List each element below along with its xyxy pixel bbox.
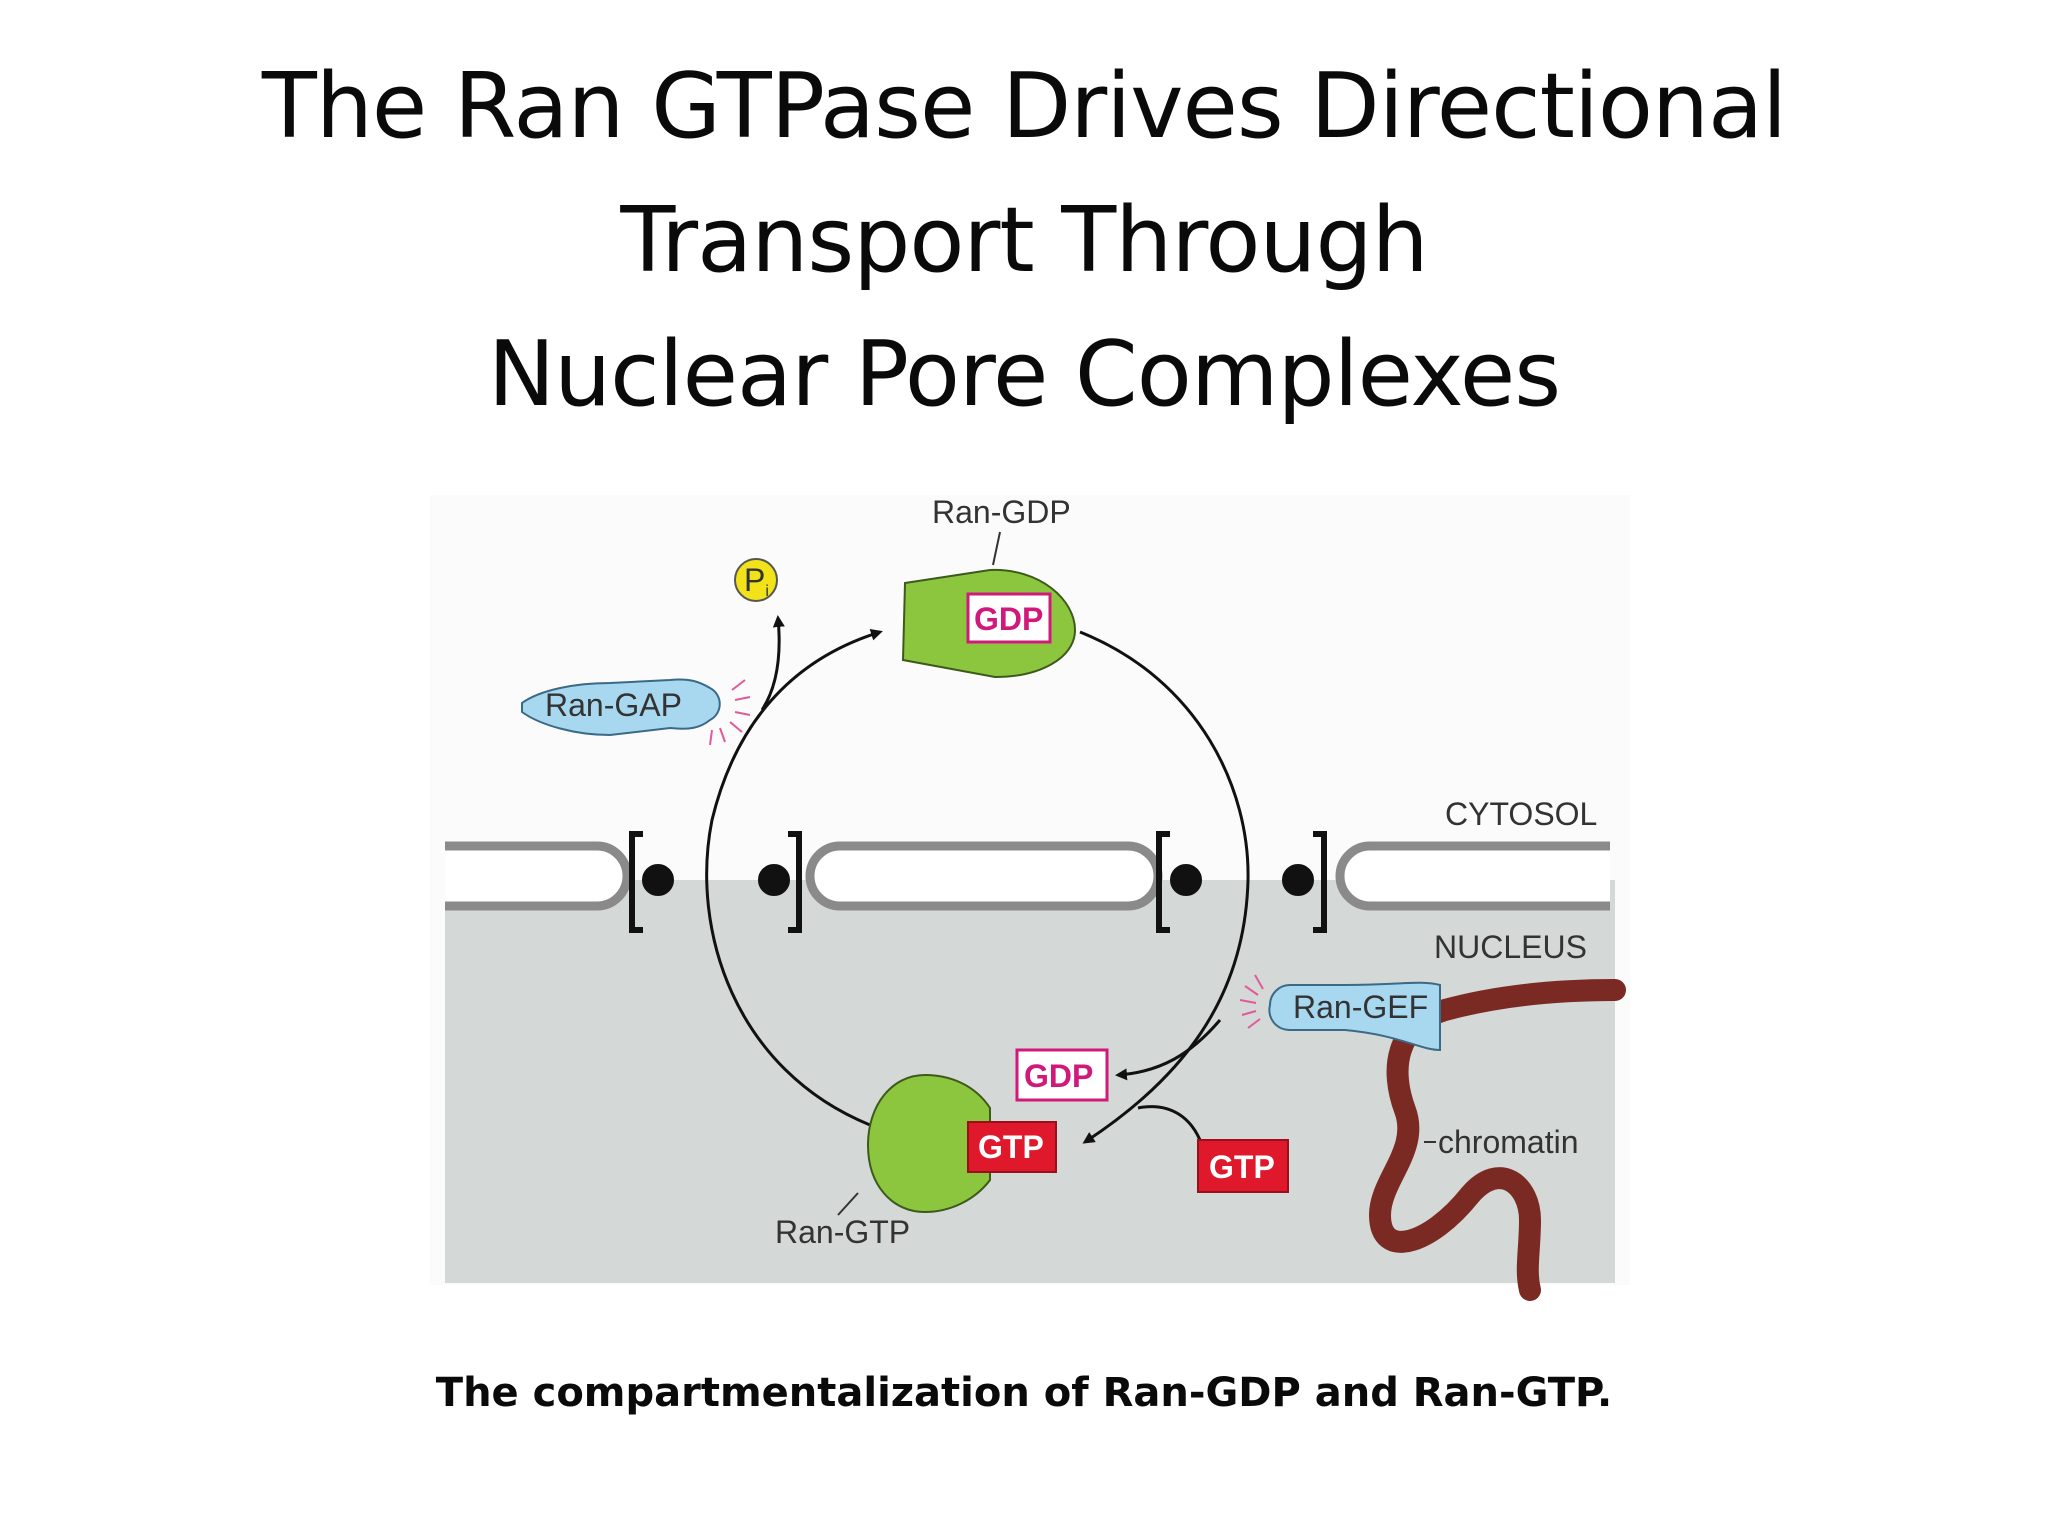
arrow-pi-release <box>760 615 785 711</box>
pore-bracket-3 <box>1156 831 1170 933</box>
nuclear-pore-complexes <box>629 831 1327 933</box>
pi-label: Pi <box>744 562 769 600</box>
pi-phosphate <box>734 558 778 602</box>
nuclear-envelope <box>445 841 1610 911</box>
ran-gef-label: Ran-GEF <box>1293 989 1428 1025</box>
title-line-2: Transport Through <box>620 188 1428 293</box>
ran-gtp-gtp-box <box>967 1121 1057 1173</box>
title-line-3: Nuclear Pore Complexes <box>487 322 1561 427</box>
released-gdp-text: GDP <box>1024 1058 1093 1094</box>
pore-knob-3 <box>1170 864 1202 896</box>
ran-gtp-protein <box>866 1073 991 1214</box>
ran-gdp-gdp-box <box>966 592 1052 644</box>
slide-title: The Ran GTPase Drives Directional Transp… <box>0 40 2048 442</box>
ran-gdp-pointer <box>992 531 1001 566</box>
ran-gtp-label: Ran-GTP <box>775 1214 910 1250</box>
pore-bracket-1 <box>629 831 643 933</box>
chromatin-label: chromatin <box>1438 1124 1579 1160</box>
pore-bracket-4 <box>1313 831 1327 933</box>
pore-knob-1 <box>642 864 674 896</box>
ran-gap-label: Ran-GAP <box>545 687 682 723</box>
ran-gap-activity-marks <box>709 679 751 746</box>
ran-gtp-gtp-text: GTP <box>978 1129 1044 1165</box>
envelope-right-segment <box>1335 841 1610 911</box>
arrow-gdp-release <box>1115 1019 1222 1081</box>
pore-knob-4 <box>1282 864 1314 896</box>
ran-gdp-label: Ran-GDP <box>932 494 1071 530</box>
ran-gap-protein <box>521 678 721 737</box>
envelope-left-segment <box>445 841 632 911</box>
free-gtp-text: GTP <box>1209 1149 1275 1185</box>
ran-gef-protein <box>1268 981 1441 1052</box>
ran-gdp-gdp-text: GDP <box>974 601 1043 637</box>
envelope-center-segment <box>805 841 1163 911</box>
arrow-ran-gdp-to-ran-gtp <box>1079 630 1250 1144</box>
free-gtp-box <box>1197 1139 1289 1193</box>
pore-bracket-2 <box>788 831 802 933</box>
cytosol-label: CYTOSOL <box>1445 796 1597 832</box>
released-gdp-box <box>1015 1048 1109 1102</box>
figure-caption: The compartmentalization of Ran-GDP and … <box>435 1370 1613 1416</box>
pore-knob-2 <box>758 864 790 896</box>
arrow-ran-gtp-to-ran-gdp <box>705 628 883 1127</box>
ran-gef-activity-marks <box>1239 974 1264 1029</box>
title-line-1: The Ran GTPase Drives Directional <box>261 54 1787 159</box>
ran-gtp-pointer <box>837 1192 859 1216</box>
chromatin-strand <box>1368 979 1626 1301</box>
nucleus-label: NUCLEUS <box>1434 929 1587 965</box>
